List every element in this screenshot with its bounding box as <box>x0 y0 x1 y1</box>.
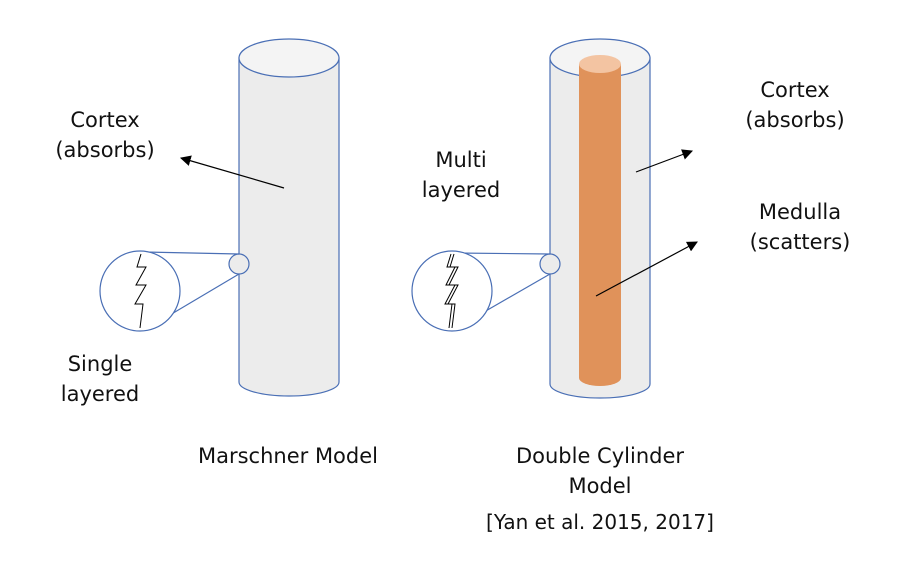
double-cylinder-cross-section <box>411 250 561 332</box>
marschner-cross-section <box>99 250 250 332</box>
magnifier-line <box>143 251 240 255</box>
label-line: (scatters) <box>749 230 851 254</box>
title-line: Marschner Model <box>197 444 378 468</box>
citation-text: [Yan et al. 2015, 2017] <box>486 510 714 534</box>
label-line: layered <box>421 178 501 202</box>
label-line: Cortex <box>760 78 830 102</box>
label-line: (absorbs) <box>55 138 155 162</box>
single-layered-label: Single layered <box>45 349 155 409</box>
marschner-magnified-circle <box>99 250 181 332</box>
medulla-label: Medulla (scatters) <box>738 197 862 257</box>
marschner-cylinder-body <box>238 57 340 397</box>
marschner-title: Marschner Model <box>170 441 406 471</box>
double-cylinder-title: Double Cylinder Model <box>490 441 710 501</box>
magnifier-line <box>453 252 551 255</box>
label-line: Medulla <box>758 200 842 224</box>
double-cortex-arrow <box>635 149 694 173</box>
double-cortex-label: Cortex (absorbs) <box>735 75 855 135</box>
medulla-cylinder-body <box>579 64 621 386</box>
multi-layer-boundary-2 <box>447 253 459 329</box>
medulla-cylinder-top <box>579 55 621 73</box>
marschner-cortex-arrow <box>179 155 285 189</box>
title-line: Double Cylinder <box>515 444 685 468</box>
single-layer-boundary <box>134 253 147 329</box>
multi-layered-label: Multi layered <box>406 145 516 205</box>
marschner-cortex-label: Cortex (absorbs) <box>50 105 160 165</box>
marschner-source-dot <box>228 253 250 275</box>
marschner-cylinder-top <box>238 38 340 78</box>
medulla-arrow <box>595 241 698 297</box>
label-line: Single <box>67 352 133 376</box>
double-source-dot <box>539 253 561 275</box>
double-cylinder <box>549 38 651 399</box>
citation: [Yan et al. 2015, 2017] <box>470 507 730 537</box>
label-line: Multi <box>435 148 487 172</box>
label-line: layered <box>60 382 140 406</box>
marschner-cylinder <box>238 38 340 397</box>
title-line: Model <box>568 474 632 498</box>
label-line: (absorbs) <box>745 108 845 132</box>
label-line: Cortex <box>70 108 140 132</box>
